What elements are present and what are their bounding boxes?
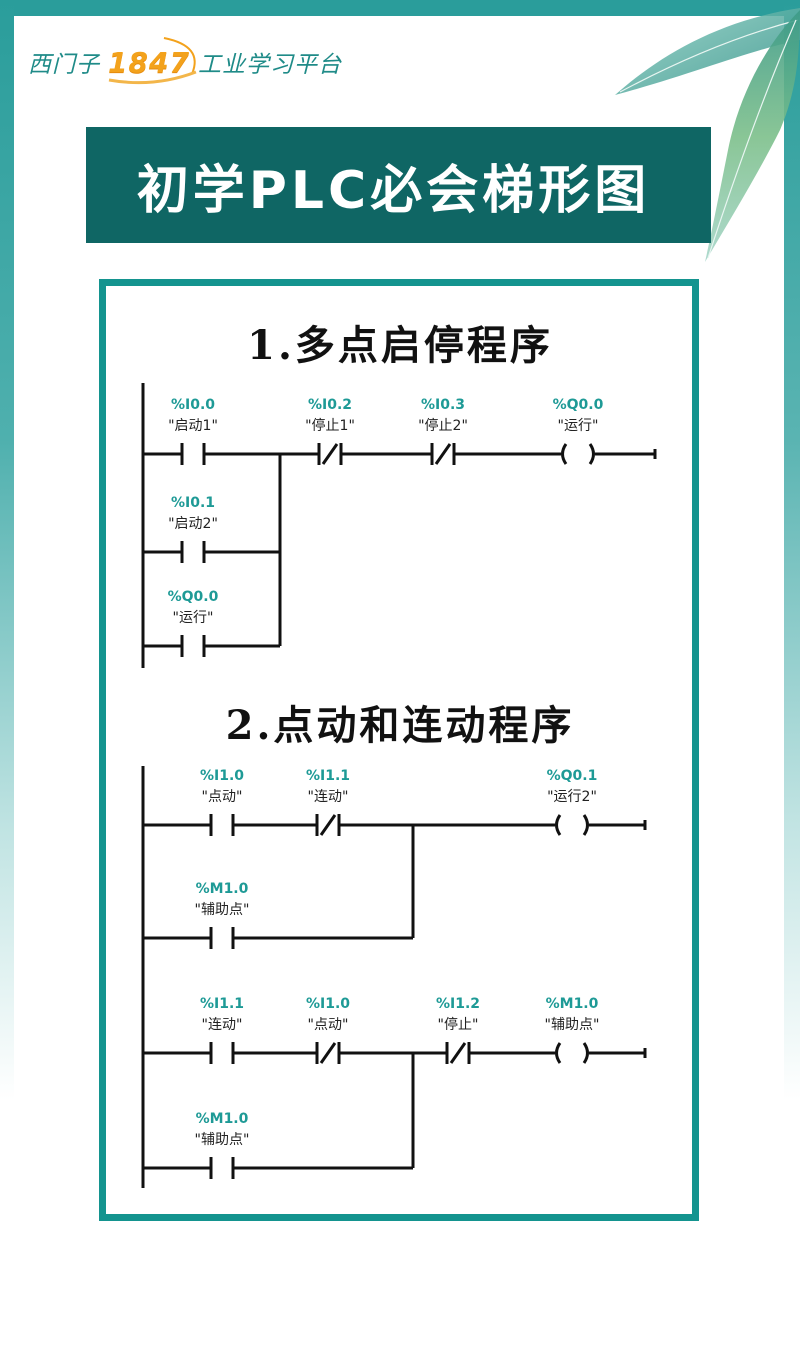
leaf-decoration-icon — [615, 8, 800, 262]
coil-left-arc — [561, 443, 568, 465]
tag-label: "连动" — [202, 1017, 243, 1033]
tag-label: "辅助点" — [195, 902, 250, 918]
title-banner: 初学PLC必会梯形图 — [86, 127, 711, 243]
tag-label: "点动" — [308, 1017, 349, 1033]
contact-nc: %I0.3 "停止2" — [418, 397, 468, 465]
tag-label: "运行" — [558, 418, 599, 434]
address-label: %I1.2 — [436, 996, 480, 1012]
address-label: %M1.0 — [196, 1111, 249, 1127]
contact-nc-slash — [319, 814, 337, 836]
tag-label: "辅助点" — [545, 1017, 600, 1033]
frame-top — [0, 0, 800, 16]
address-label: %I1.0 — [200, 768, 244, 784]
brand-suffix: 工业学习平台 — [197, 52, 342, 78]
address-label: %I0.2 — [308, 397, 352, 413]
tag-label: "停止2" — [418, 417, 468, 434]
contact-nc: %I1.2 "停止" — [436, 996, 480, 1064]
coil: %Q0.0 "运行" — [553, 397, 604, 465]
section-title-1: 1.多点启停程序 — [247, 322, 553, 369]
contact-no: %I1.0 "点动" — [200, 768, 244, 836]
contact-nc-slash — [434, 443, 452, 465]
address-label: %I1.1 — [200, 996, 244, 1012]
address-label: %Q0.0 — [553, 397, 604, 413]
tag-label: "辅助点" — [195, 1132, 250, 1148]
contact-nc: %I0.2 "停止1" — [305, 397, 355, 465]
tag-label: "连动" — [308, 789, 349, 805]
diagram-panel — [99, 279, 699, 1221]
page-title: 初学PLC必会梯形图 — [136, 160, 651, 221]
coil-left-arc — [555, 1042, 562, 1064]
brand-logo: 西门子 1847 工业学习平台 — [28, 36, 342, 88]
contact-no: %I0.1 "启动2" — [168, 495, 218, 563]
address-label: %M1.0 — [196, 881, 249, 897]
address-label: %Q0.0 — [168, 589, 219, 605]
tag-label: "点动" — [202, 789, 243, 805]
coil: %Q0.1 "运行2" — [547, 768, 598, 836]
tag-label: "启动2" — [168, 516, 218, 532]
address-label: %I0.0 — [171, 397, 215, 413]
contact-nc: %I1.0 "点动" — [306, 996, 350, 1064]
tag-label: "运行2" — [547, 789, 597, 805]
tag-label: "启动1" — [168, 418, 218, 434]
address-label: %I0.3 — [421, 397, 465, 413]
coil-right-arc — [588, 443, 595, 465]
contact-no: %I0.0 "启动1" — [168, 397, 218, 465]
address-label: %I0.1 — [171, 495, 215, 511]
address-label: %M1.0 — [546, 996, 599, 1012]
brand-prefix: 西门子 — [28, 52, 100, 78]
coil-left-arc — [555, 814, 562, 836]
coil-right-arc — [582, 1042, 589, 1064]
address-label: %I1.1 — [306, 768, 350, 784]
tag-label: "停止1" — [305, 417, 355, 434]
frame-right — [784, 0, 800, 1100]
contact-nc-slash — [319, 1042, 337, 1064]
coil: %M1.0 "辅助点" — [545, 996, 600, 1064]
tag-label: "运行" — [173, 610, 214, 626]
contact-no: %M1.0 "辅助点" — [195, 881, 250, 949]
coil-right-arc — [582, 814, 589, 836]
tag-label: "停止" — [438, 1016, 479, 1033]
contact-nc-slash — [449, 1042, 467, 1064]
section-title-2: 2.点动和连动程序 — [225, 702, 575, 749]
frame-left — [0, 0, 14, 1100]
address-label: %Q0.1 — [547, 768, 598, 784]
address-label: %I1.0 — [306, 996, 350, 1012]
contact-nc-slash — [321, 443, 339, 465]
